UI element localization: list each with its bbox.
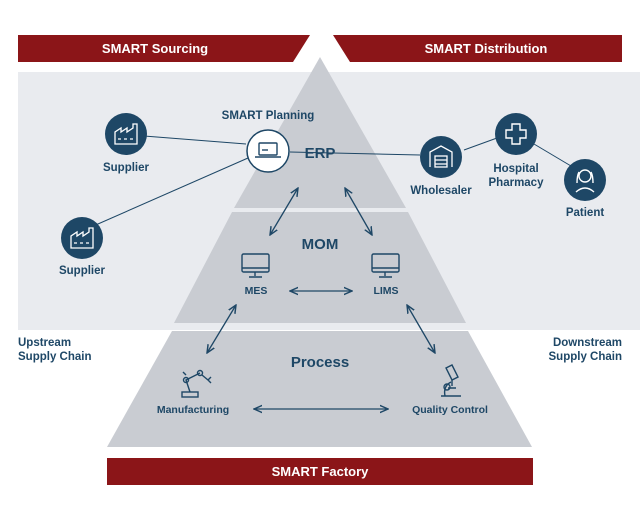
planning-node xyxy=(246,129,290,173)
person-icon xyxy=(575,169,595,193)
wholesaler-node xyxy=(420,136,462,178)
monitor-icon xyxy=(371,253,400,278)
warehouse-icon xyxy=(429,145,453,168)
pyramid xyxy=(107,57,532,447)
downstream-label-line2: Supply Chain xyxy=(549,351,622,363)
patient-node xyxy=(564,159,606,201)
layer-process-label: Process xyxy=(291,354,349,371)
downstream-label-line1: Downstream xyxy=(553,337,622,349)
banner-smart-sourcing xyxy=(18,35,310,62)
banner-factory-label: SMART Factory xyxy=(272,464,370,479)
supplier-bottom-label: Supplier xyxy=(59,265,106,277)
arrow-erp-lims xyxy=(345,188,372,235)
layer-erp-label: ERP xyxy=(305,145,336,162)
wholesaler-label: Wholesaler xyxy=(410,185,472,197)
manufacturing-label: Manufacturing xyxy=(157,404,229,416)
arrow-mes-manufacturing xyxy=(207,305,236,353)
hospital-pharmacy-node xyxy=(495,113,537,155)
robot-arm-icon xyxy=(181,369,212,398)
mes-node: MES xyxy=(241,253,270,297)
banner-distribution-label: SMART Distribution xyxy=(425,41,548,56)
banner-smart-factory xyxy=(107,458,533,485)
supplier-bottom-node xyxy=(61,217,103,259)
monitor-icon xyxy=(241,253,270,278)
lims-node: LIMS xyxy=(371,253,400,297)
banner-smart-distribution xyxy=(333,35,622,62)
quality-control-node: Quality Control xyxy=(412,364,488,416)
hospital-label-line1: Hospital xyxy=(493,163,538,175)
factory-icon xyxy=(70,227,94,249)
planning-label: SMART Planning xyxy=(222,110,315,122)
arrow-lims-quality xyxy=(407,305,435,353)
hospital-label-line2: Pharmacy xyxy=(489,177,545,189)
arrow-erp-mes xyxy=(270,188,298,235)
banner-sourcing-label: SMART Sourcing xyxy=(102,41,208,56)
layer-mom-label: MOM xyxy=(302,236,339,253)
factory-icon xyxy=(114,123,138,145)
medical-cross-icon xyxy=(505,123,527,145)
pyramid-tier-mom xyxy=(174,212,466,323)
upstream-label-line1: Upstream xyxy=(18,337,71,349)
quality-control-label: Quality Control xyxy=(412,404,488,416)
pyramid-tier-process xyxy=(107,331,532,447)
mes-label: MES xyxy=(245,285,268,297)
laptop-icon xyxy=(255,142,281,158)
supplier-top-node xyxy=(105,113,147,155)
microscope-icon xyxy=(441,364,461,397)
patient-label: Patient xyxy=(566,207,605,219)
lims-label: LIMS xyxy=(373,285,398,297)
manufacturing-node: Manufacturing xyxy=(157,369,229,416)
upstream-label-line2: Supply Chain xyxy=(18,351,91,363)
network-connectors xyxy=(81,135,572,232)
supplier-top-label: Supplier xyxy=(103,162,150,174)
